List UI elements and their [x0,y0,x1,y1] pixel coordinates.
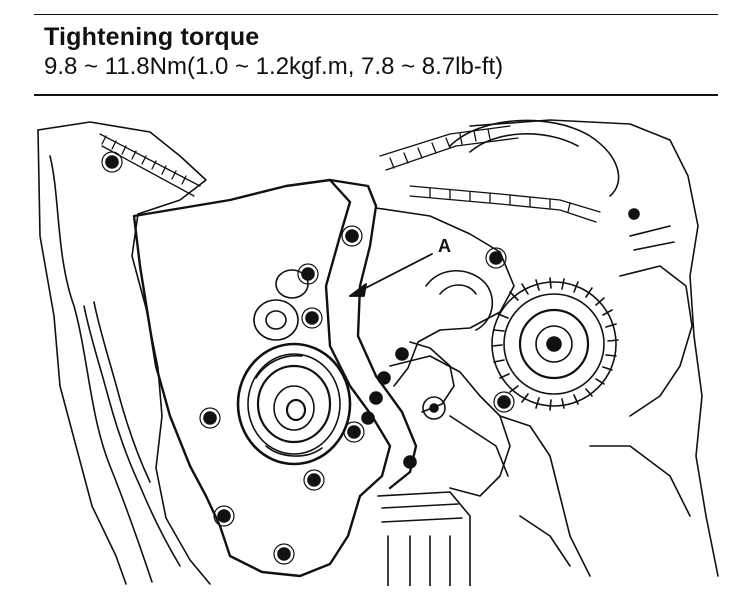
engine-block [37,119,719,585]
bottom-rule [34,94,718,96]
engine-illustration: A [30,116,720,586]
cam-sprocket [449,119,620,197]
top-rule [34,14,718,15]
callout-a-label: A [438,236,451,256]
timing-belt-cover [132,178,418,578]
timing-belt-left [99,133,201,197]
bolt-washers [101,151,515,565]
torque-spec-block: Tightening torque 9.8 ~ 11.8Nm(1.0 ~ 1.2… [44,22,714,82]
spec-title: Tightening torque [44,23,260,51]
cover-bolts [105,155,640,561]
engine-line-drawing: A [37,119,719,586]
alternator [491,225,693,417]
dipstick-tube [83,301,181,567]
accessory-bracket [389,355,691,577]
crankshaft-pulley [236,342,352,466]
spec-value: 9.8 ~ 11.8Nm(1.0 ~ 1.2kgf.m, 7.8 ~ 8.7lb… [44,53,504,80]
callout-a-arrow [349,253,433,297]
oil-filter [377,491,471,586]
timing-belt-right [379,125,601,223]
